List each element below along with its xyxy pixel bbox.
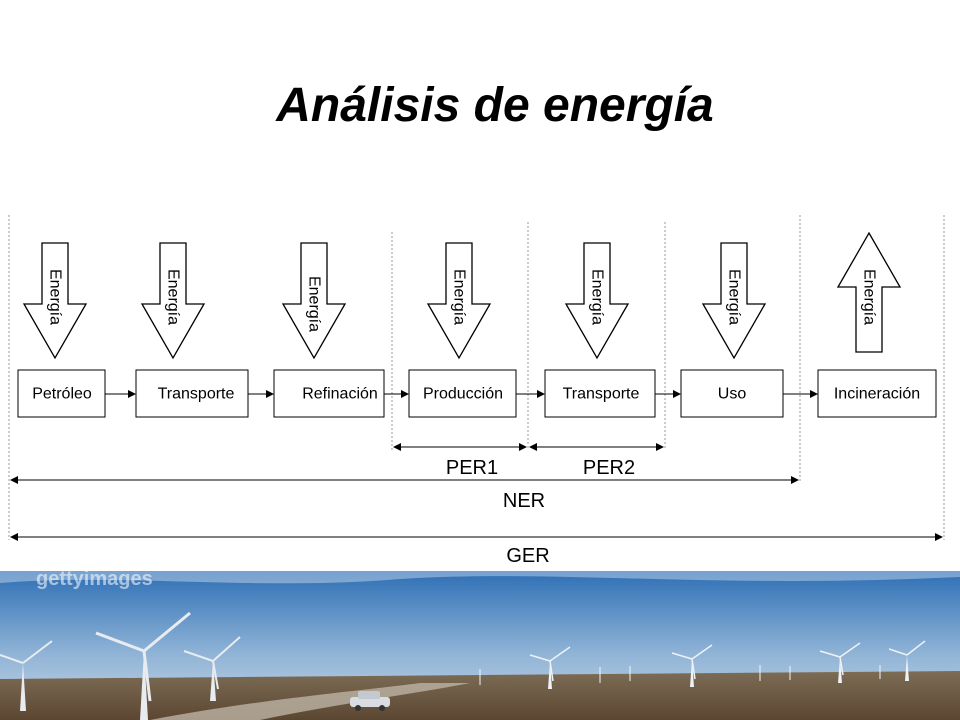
photo-watermark: gettyimages [36, 571, 153, 590]
stage-box-7: Incineración [817, 369, 937, 418]
energy-arrow-label: Energía [451, 269, 468, 325]
stage-box-6: Uso [680, 369, 784, 418]
stage-box-4: Producción [408, 369, 517, 418]
car-icon [350, 691, 390, 711]
energy-arrow-7-output: Energía [836, 231, 902, 353]
energy-arrow-2: Energía [140, 242, 206, 360]
wind-turbine-icon [0, 640, 53, 711]
energy-arrow-5: Energía [564, 242, 630, 360]
span-ner: NER [10, 476, 799, 512]
wind-turbine-icon [888, 640, 926, 681]
span-label-per1: PER1 [446, 457, 498, 479]
stage-label: Transporte [158, 386, 235, 403]
wind-turbine-icon [819, 642, 861, 683]
energy-arrow-4: Energía [426, 242, 492, 360]
distant-turbines [479, 665, 881, 685]
energy-arrow-label: Energía [47, 269, 64, 325]
wind-turbine-icon [671, 644, 713, 687]
energy-arrow-1: Energía [22, 242, 88, 360]
span-ger: GER [10, 533, 943, 567]
stage-label: Incineración [834, 386, 920, 403]
energy-arrow-label: Energía [726, 269, 743, 325]
wind-farm-photo: gettyimages [0, 571, 960, 720]
energy-arrow-label: Energía [165, 269, 182, 325]
wind-turbine-icon [95, 611, 191, 720]
slide-title: Análisis de energía [276, 79, 714, 132]
span-per1: PER1 [393, 443, 527, 479]
stage-box-1: Petróleo [17, 369, 106, 418]
wind-turbine-icon [183, 636, 241, 701]
stage-box-5: Transporte [544, 369, 656, 418]
stage-box-2: Transporte [135, 369, 249, 418]
energy-analysis-diagram: Energía Energía Energía Energía Energía … [8, 215, 945, 567]
span-label-ger: GER [506, 545, 549, 567]
energy-arrow-6: Energía [701, 242, 767, 360]
span-label-per2: PER2 [583, 457, 635, 479]
energy-arrow-label: Energía [306, 276, 323, 332]
stage-label: Petróleo [32, 386, 92, 403]
stage-label: Uso [718, 386, 747, 403]
stage-box-3: Refinación [273, 369, 385, 418]
energy-arrow-label: Energía [861, 269, 878, 325]
wind-turbine-icon [529, 646, 571, 689]
span-per2: PER2 [529, 443, 664, 479]
stage-label: Producción [423, 386, 503, 403]
span-label-ner: NER [503, 490, 545, 512]
stage-label: Transporte [563, 386, 640, 403]
energy-arrow-label: Energía [589, 269, 606, 325]
stage-label: Refinación [302, 386, 378, 403]
energy-arrow-3: Energía [281, 242, 347, 360]
